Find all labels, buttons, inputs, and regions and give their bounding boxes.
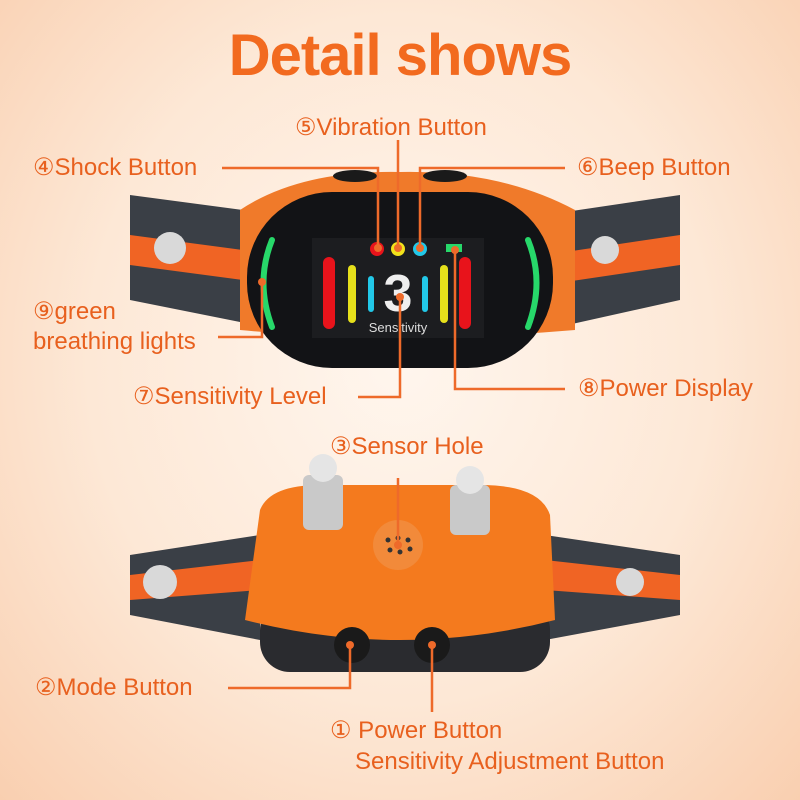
power-button-label: ① Power Button bbox=[330, 717, 503, 744]
collar-strap-bottom bbox=[130, 535, 680, 640]
breathing-lights-label: ⑨green bbox=[33, 298, 116, 325]
page-title: Detail shows bbox=[228, 23, 573, 88]
sensitivity-caption: Sensitivity bbox=[369, 320, 428, 335]
vibration-button-label: ⑤Vibration Button bbox=[295, 114, 487, 141]
sensor-hole-label: ③Sensor Hole bbox=[330, 433, 484, 460]
collar-device-bottom bbox=[245, 454, 555, 672]
sensitivity-level-label: ⑦Sensitivity Level bbox=[133, 383, 327, 410]
breathing-lights-label-2: breathing lights bbox=[33, 328, 196, 355]
mode-button-label: ②Mode Button bbox=[35, 674, 193, 701]
callout-lines bbox=[218, 140, 565, 712]
collar-device-top: 3 Sensitivity bbox=[240, 170, 575, 368]
beep-button-label: ⑥Beep Button bbox=[577, 154, 731, 181]
shock-button-label: ④Shock Button bbox=[33, 154, 198, 181]
sensitivity-adjust-label: Sensitivity Adjustment Button bbox=[355, 748, 665, 775]
power-display-label: ⑧Power Display bbox=[578, 375, 753, 402]
